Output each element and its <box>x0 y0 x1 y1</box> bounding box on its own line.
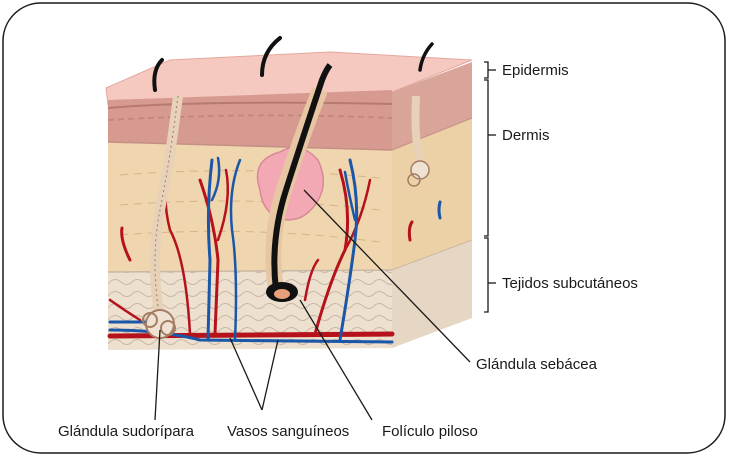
label-subcutaneous: Tejidos subcutáneos <box>502 275 638 293</box>
label-epidermis: Epidermis <box>502 62 569 80</box>
label-dermis: Dermis <box>502 127 550 145</box>
label-sweat-gland: Glándula sudorípara <box>58 423 194 441</box>
label-hair-follicle: Folículo piloso <box>382 423 478 441</box>
label-sebaceous-gland: Glándula sebácea <box>476 356 597 374</box>
label-blood-vessels: Vasos sanguíneos <box>227 423 349 441</box>
skin-block-side <box>392 62 472 348</box>
skin-block-front <box>108 90 392 350</box>
